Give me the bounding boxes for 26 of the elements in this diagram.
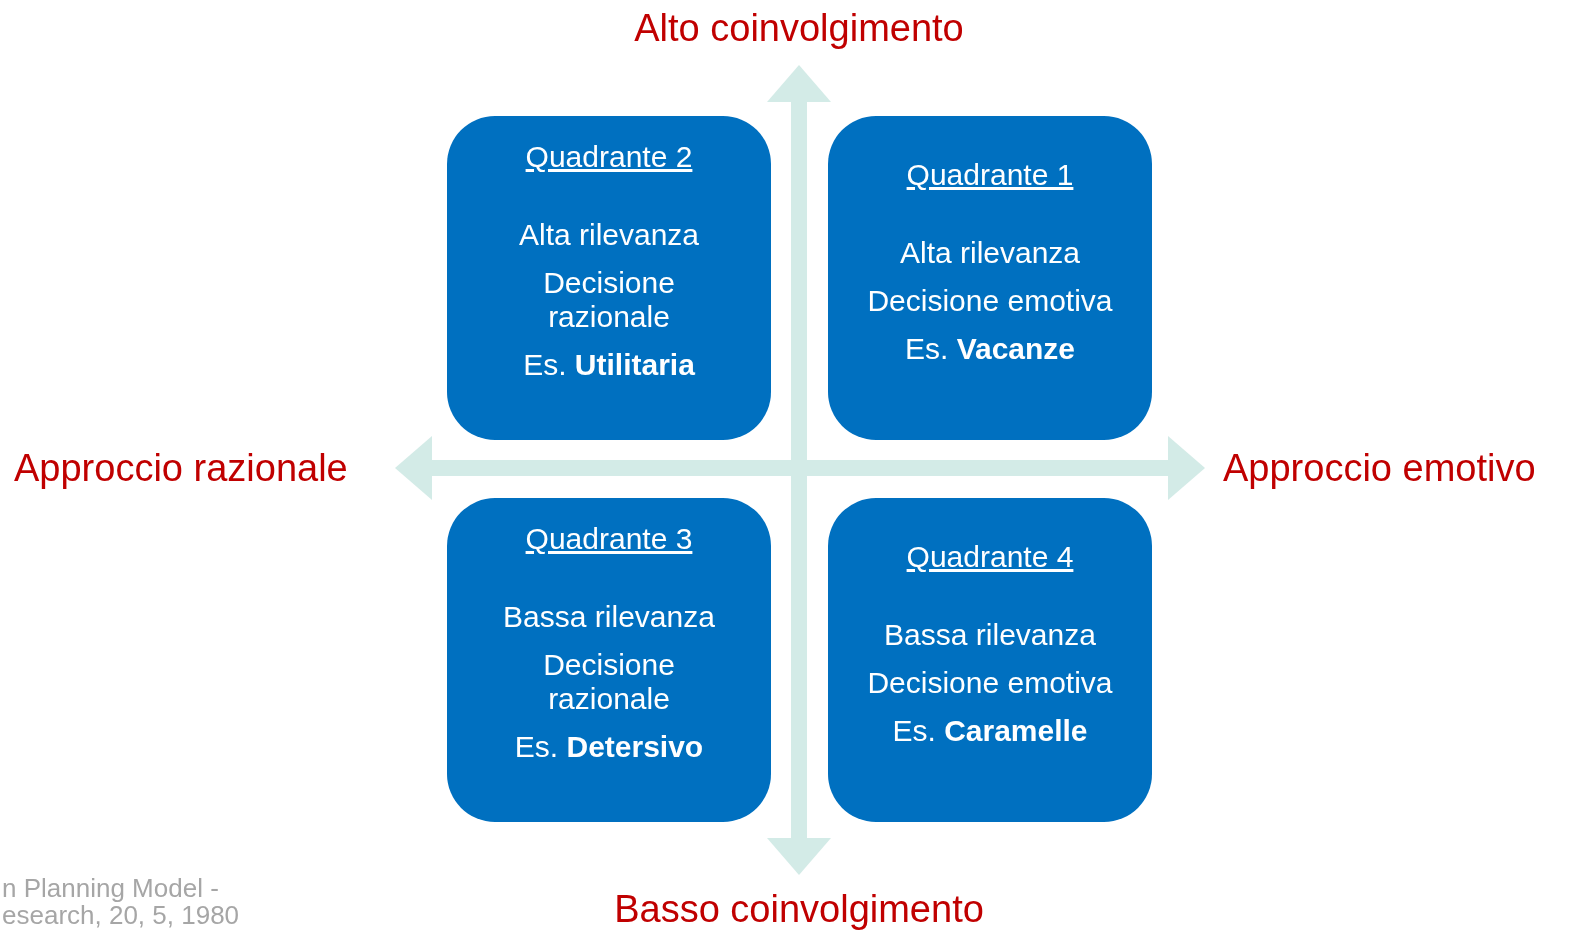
axis-label: Alto coinvolgimento [634,7,964,50]
example-text: Es. Utilitaria [523,348,695,382]
quadrant-text: Decisione razionale [542,648,676,716]
quadrant-text: Bassa rilevanza [503,600,715,634]
quadrant-box [828,498,1152,822]
example-text: Es. Vacanze [904,332,1076,366]
quadrant-heading: Quadrante 3 [525,522,693,556]
quadrant-text: Decisione emotiva [867,284,1113,318]
quadrant-text: Bassa rilevanza [884,618,1096,652]
quadrant-text: Alta rilevanza [518,218,700,252]
quadrant-box [447,116,771,440]
quadrant-text: Decisione razionale [542,266,676,334]
citation-text: n Planning Model - [2,875,219,902]
quadrant-heading: Quadrante 4 [906,540,1074,574]
quadrant-heading: Quadrante 1 [906,158,1074,192]
axis-label: Basso coinvolgimento [614,888,984,931]
quadrant-heading: Quadrante 2 [525,140,693,174]
citation-text: esearch, 20, 5, 1980 [2,902,240,929]
quadrant-text: Alta rilevanza [899,236,1081,270]
example-text: Es. Caramelle [892,714,1088,748]
axis-label: Approccio emotivo [1223,447,1536,490]
quadrant-text: Decisione emotiva [867,666,1113,700]
axis-label: Approccio razionale [14,447,348,490]
quadrant-box [828,116,1152,440]
example-text: Es. Detersivo [514,730,704,764]
quadrant-box [447,498,771,822]
